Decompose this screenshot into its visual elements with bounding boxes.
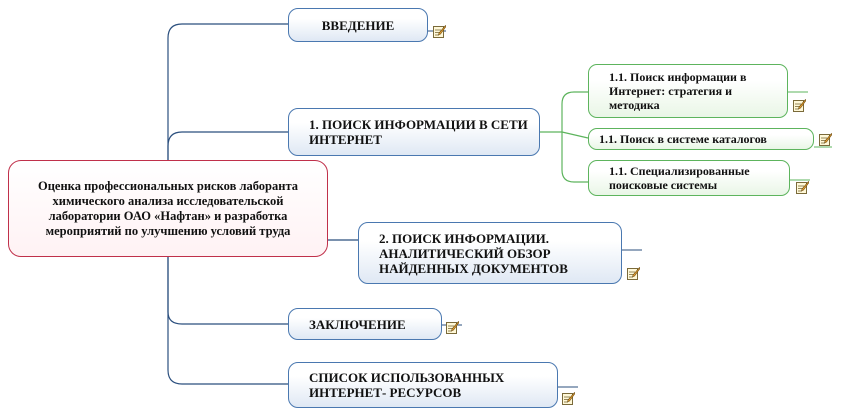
topic-conclusion[interactable]: ЗАКЛЮЧЕНИЕ	[288, 308, 442, 340]
topic-introduction[interactable]: ВВЕДЕНИЕ	[288, 8, 428, 42]
subtopic-search-strategy[interactable]: 1.1. Поиск информации в Интернет: страте…	[588, 64, 788, 118]
topic-references[interactable]: СПИСОК ИСПОЛЬЗОВАННЫХ ИНТЕРНЕТ- РЕСУРСОВ	[288, 362, 558, 408]
subtopic-text: 1.1. Поиск информации в Интернет: страте…	[609, 70, 747, 112]
connector-trunk-down	[167, 257, 290, 385]
topic-internet-search[interactable]: 1. ПОИСК ИНФОРМАЦИИ В СЕТИ ИНТЕРНЕТ	[288, 108, 540, 156]
topic-text: ЗАКЛЮЧЕНИЕ	[309, 316, 406, 332]
topic-analytical-review[interactable]: 2. ПОИСК ИНФОРМАЦИИ. АНАЛИТИЧЕСКИЙ ОБЗОР…	[358, 222, 622, 284]
connector-sub-3	[561, 132, 588, 183]
note-icon[interactable]	[819, 133, 832, 146]
root-topic-text: Оценка профессиональных рисков лаборанта…	[38, 178, 298, 238]
note-icon[interactable]	[433, 25, 446, 38]
note-icon[interactable]	[627, 267, 640, 280]
subtopic-text: 1.1. Поиск в системе каталогов	[599, 132, 767, 146]
note-icon[interactable]	[796, 181, 809, 194]
topic-text: СПИСОК ИСПОЛЬЗОВАННЫХ ИНТЕРНЕТ- РЕСУРСОВ	[309, 370, 505, 400]
subtopic-specialized-engines[interactable]: 1.1. Специализированные поисковые систем…	[588, 160, 790, 196]
note-icon[interactable]	[562, 392, 575, 405]
topic-text: 2. ПОИСК ИНФОРМАЦИИ. АНАЛИТИЧЕСКИЙ ОБЗОР…	[379, 230, 568, 276]
connector-topic-3	[167, 257, 290, 325]
topic-text: 1. ПОИСК ИНФОРМАЦИИ В СЕТИ ИНТЕРНЕТ	[309, 117, 528, 147]
note-icon[interactable]	[793, 99, 806, 112]
connector-sub-1	[561, 91, 588, 132]
subtopic-text: 1.1. Специализированные поисковые систем…	[609, 164, 750, 192]
connector-trunk	[167, 23, 290, 160]
connector-sub-2	[561, 131, 589, 139]
root-topic[interactable]: Оценка профессиональных рисков лаборанта…	[8, 160, 328, 257]
topic-text: ВВЕДЕНИЕ	[321, 17, 395, 33]
note-icon[interactable]	[446, 321, 459, 334]
subtopic-catalog-search[interactable]: 1.1. Поиск в системе каталогов	[588, 128, 814, 150]
connector-topic-1	[167, 131, 290, 160]
